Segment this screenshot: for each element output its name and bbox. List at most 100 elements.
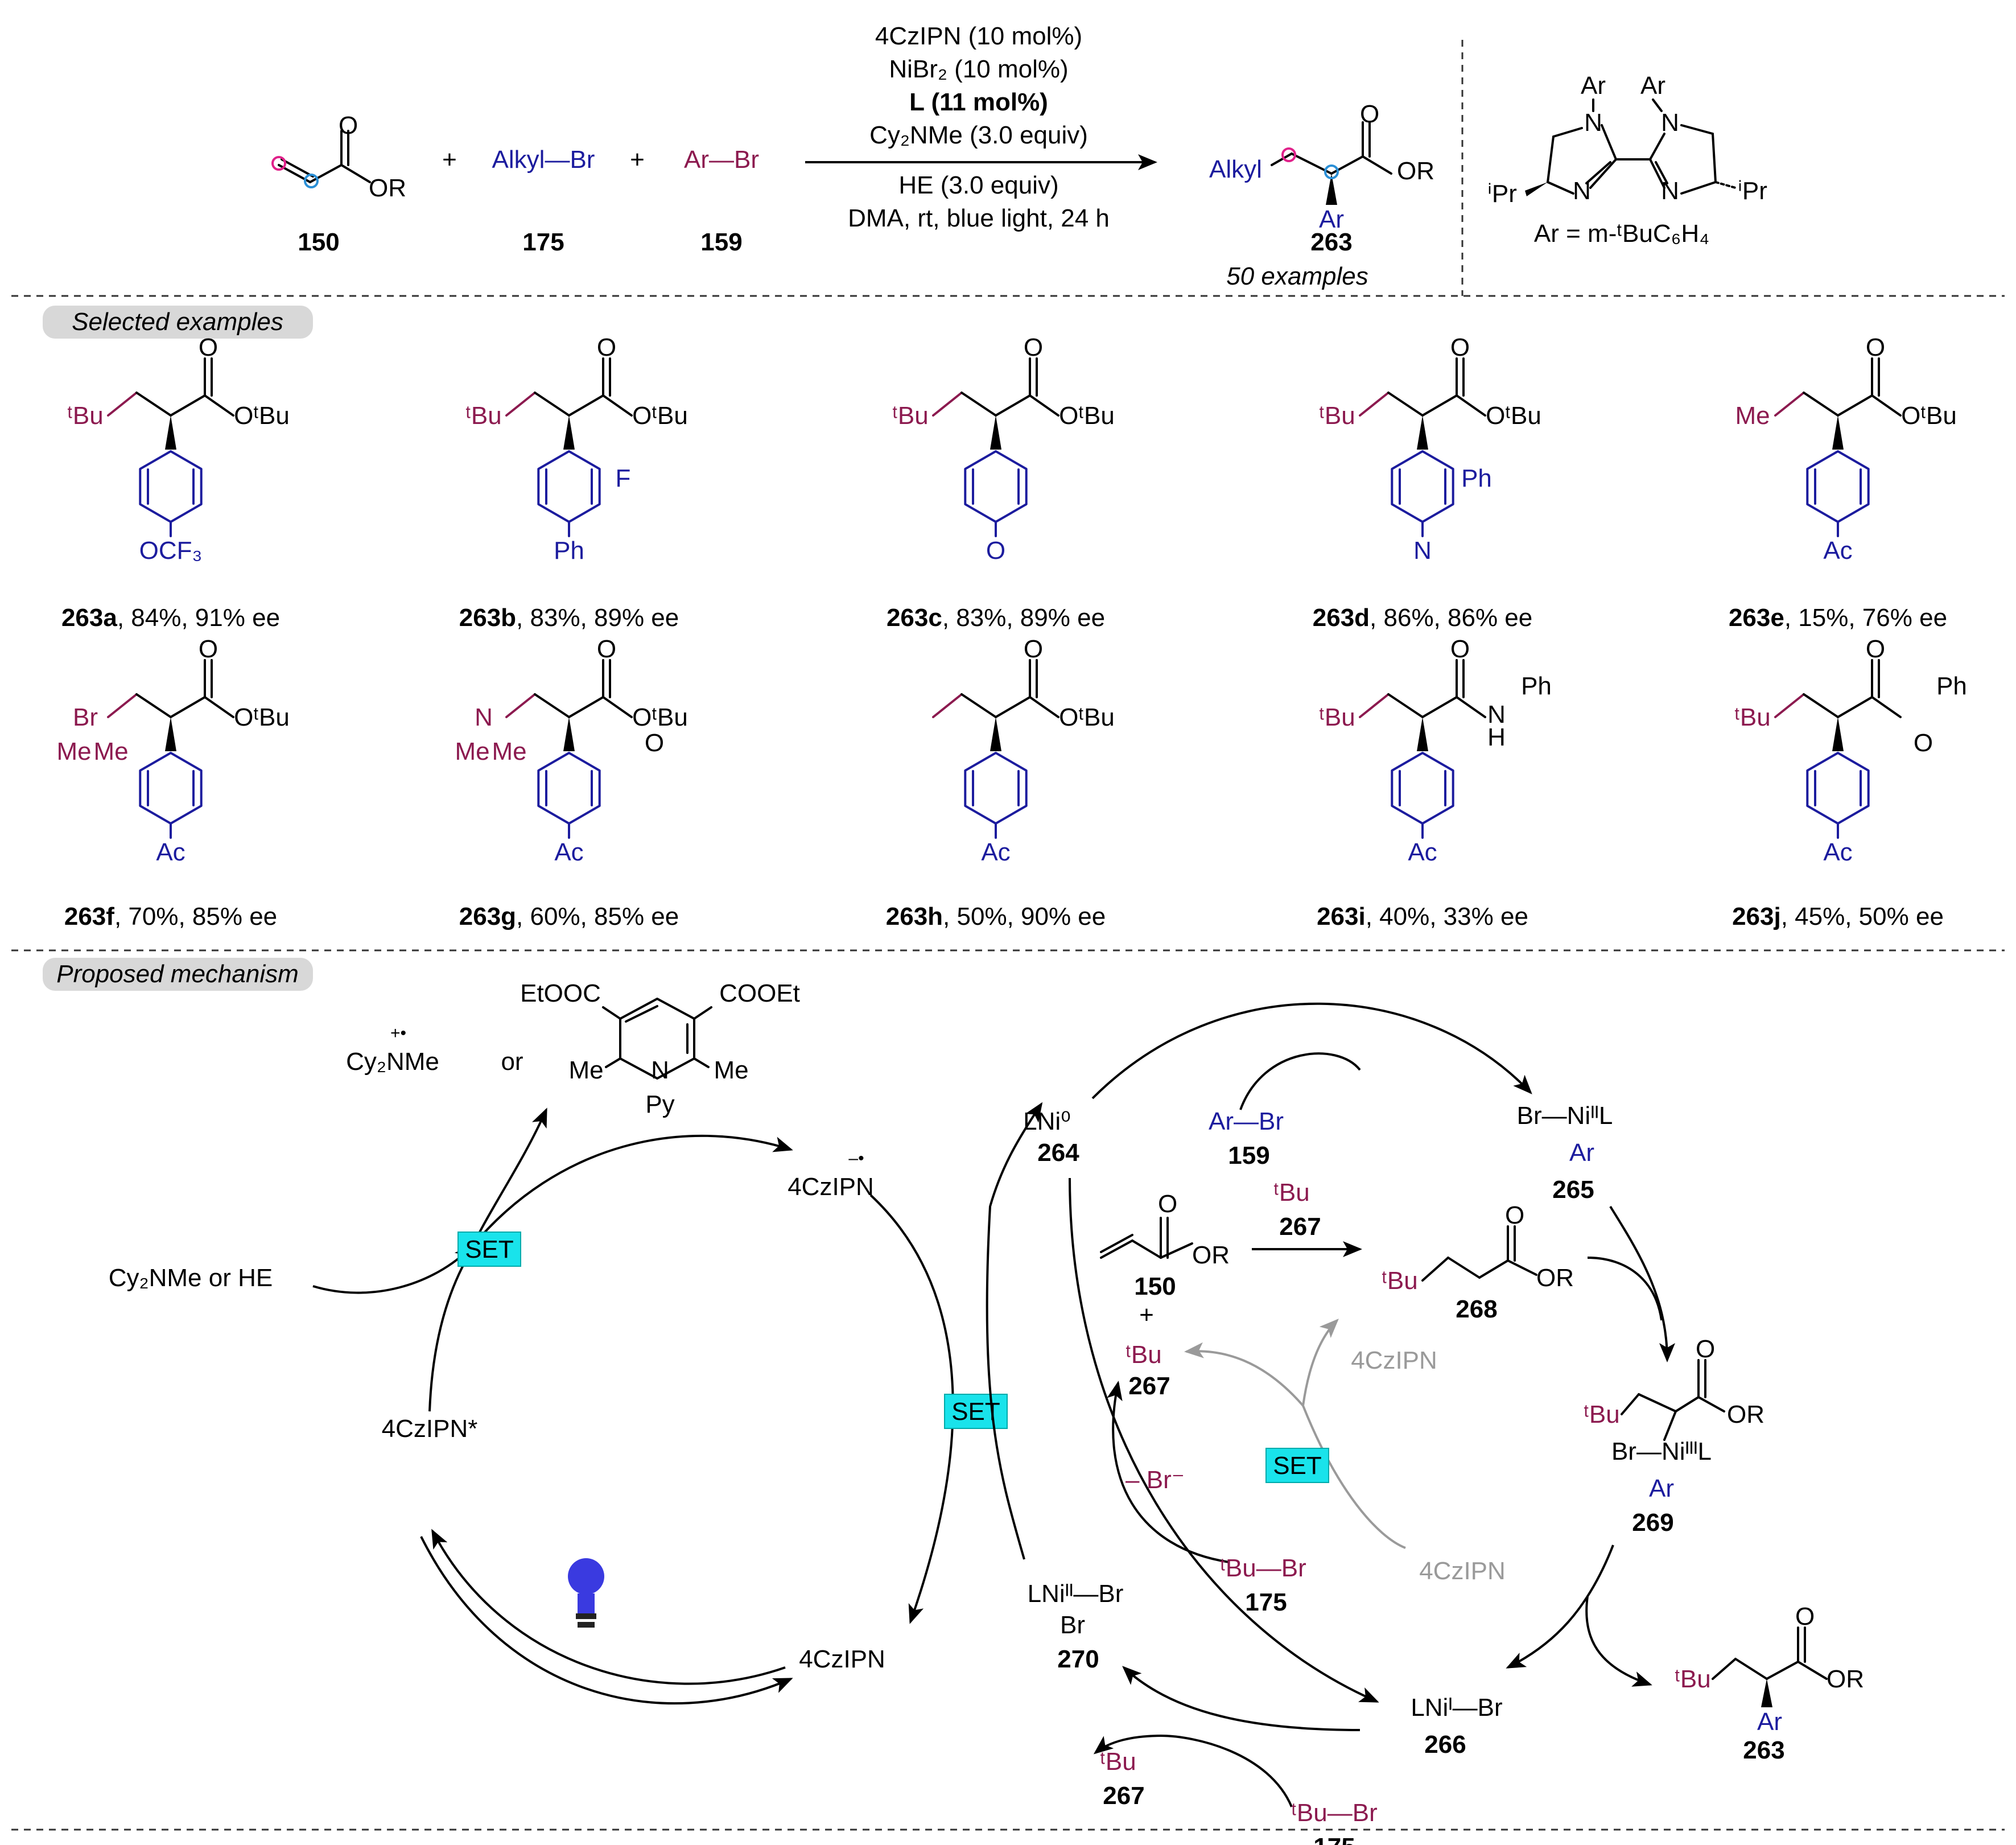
svg-text:ᵗBu: ᵗBu	[1382, 1267, 1418, 1295]
svg-text:267: 267	[1128, 1372, 1170, 1400]
examples-count: 50 examples	[1226, 262, 1368, 290]
methyl: Me	[492, 738, 526, 765]
lightbulb-icon	[568, 1558, 604, 1628]
ar-br-159: Ar—Br	[684, 146, 759, 174]
minus-br: – Br⁻	[1126, 1466, 1185, 1494]
ring-substituent: OCF₃	[139, 537, 203, 565]
plus-tbu-267: + ᵗBu 267	[1126, 1301, 1170, 1400]
svg-text:ⁱPr: ⁱPr	[1738, 177, 1767, 205]
svg-text:Me: Me	[714, 1056, 748, 1084]
svg-text:O: O	[1360, 100, 1379, 128]
plus-2: +	[630, 146, 645, 174]
amide-h: H	[1487, 723, 1506, 751]
svg-text:ᵗBu—Br: ᵗBu—Br	[1291, 1799, 1378, 1827]
svg-text:264: 264	[1037, 1139, 1079, 1167]
carbonyl-o: O	[1450, 333, 1470, 361]
caption-263e: 263e, 15%, 76% ee	[1729, 604, 1947, 632]
product-263: Alkyl O OR Ar 263 50 examples	[1209, 100, 1434, 290]
svg-text:Br: Br	[1060, 1611, 1085, 1639]
ester-group: OᵗBu	[632, 703, 688, 731]
svg-text:175: 175	[1313, 1833, 1355, 1845]
svg-text:N: N	[1661, 177, 1679, 205]
svg-text:–•: –•	[848, 1149, 864, 1168]
plus-1: +	[442, 146, 457, 174]
reaction-scheme: O OR 150 + Alkyl—Br 175 + Ar—Br 159 4CzI…	[271, 22, 1767, 296]
methyl: Me	[455, 738, 489, 765]
label-150: 150	[298, 228, 339, 256]
product-ar: Ar	[1319, 205, 1344, 233]
svg-text:ᵗBu: ᵗBu	[1675, 1665, 1711, 1693]
condition-4: Cy₂NMe (3.0 equiv)	[869, 121, 1088, 149]
ni2-br2-270: LNiᴵᴵ—Br	[1028, 1580, 1124, 1608]
arbr-159: Ar—Br	[1209, 1107, 1284, 1135]
svg-text:or: or	[501, 1048, 523, 1076]
ring-substituent-2: F	[616, 464, 631, 492]
svg-text:COOEt: COOEt	[719, 979, 800, 1007]
carbonyl-o: O	[199, 635, 218, 663]
svg-text:263: 263	[1743, 1736, 1784, 1764]
set-box-3	[1265, 1448, 1329, 1483]
donor-text: Cy₂NMe or HE	[109, 1264, 273, 1292]
ester-group: OᵗBu	[632, 402, 688, 430]
alkyl-group: ᵗBu	[892, 402, 929, 430]
ni2-ar-265: Br—NiᴵᴵL	[1517, 1102, 1613, 1130]
carbonyl-o: O	[1024, 333, 1043, 361]
caption-263a: 263a, 84%, 91% ee	[61, 604, 280, 632]
proposed-mechanism-pill	[43, 958, 313, 991]
selected-examples-title: Selected examples	[72, 308, 283, 336]
ester-group: OᵗBu	[1901, 402, 1957, 430]
ni3-269: ᵗBu O OR Br—NiᴵᴵᴵL Ar 269	[1584, 1335, 1764, 1537]
caption-263g: 263g, 60%, 85% ee	[459, 903, 679, 930]
set-box-1	[457, 1232, 521, 1267]
condition-1: 4CzIPN (10 mol%)	[875, 22, 1082, 50]
ester-group: OᵗBu	[234, 402, 290, 430]
carbonyl-o: O	[1866, 333, 1885, 361]
svg-text:Me: Me	[568, 1056, 603, 1084]
svg-text:Ar: Ar	[1649, 1475, 1674, 1502]
svg-text:Ar: Ar	[1640, 72, 1665, 100]
product-263-mech: ᵗBu O OR Ar 263	[1675, 1603, 1864, 1764]
condition-6: DMA, rt, blue light, 24 h	[848, 204, 1110, 232]
condition-2: NiBr₂ (10 mol%)	[889, 55, 1068, 83]
caption-263f: 263f, 70%, 85% ee	[64, 903, 277, 930]
svg-text:267: 267	[1103, 1782, 1144, 1810]
alkyl-group: ᵗBu	[67, 402, 104, 430]
carbonyl-o: O	[1866, 635, 1885, 663]
svg-text:O: O	[1795, 1603, 1815, 1630]
tbubr-175: ᵗBu—Br	[1220, 1554, 1306, 1582]
caption-263j: 263j, 45%, 50% ee	[1732, 903, 1944, 930]
ring-substituent: Ac	[981, 838, 1010, 866]
alkyl-group: N	[475, 703, 493, 731]
ring-substituent: O	[986, 537, 1005, 565]
svg-text:SET: SET	[465, 1236, 514, 1263]
alkyl-group: Br	[73, 703, 98, 731]
alkene-terminal-marker	[271, 156, 286, 171]
svg-text:OR: OR	[1827, 1665, 1864, 1693]
pyridine-py: EtOOC COOEt Me Me N Py	[520, 979, 800, 1118]
set-box-2	[944, 1394, 1008, 1429]
oxygen: O	[1914, 729, 1933, 757]
svg-text:+: +	[1139, 1301, 1154, 1329]
pc-ground: 4CzIPN	[799, 1645, 885, 1673]
carbonyl-o: O	[1450, 635, 1470, 663]
product-or: OR	[1397, 157, 1434, 185]
svg-text:ᵗBu: ᵗBu	[1584, 1401, 1620, 1428]
acrylate-or: OR	[369, 174, 406, 202]
methyl: Me	[56, 738, 91, 765]
ester-group: OᵗBu	[1059, 402, 1115, 430]
svg-text:EtOOC: EtOOC	[520, 979, 601, 1007]
pc-radical-anion: 4CzIPN	[788, 1173, 874, 1201]
label-159: 159	[700, 228, 742, 256]
ring-substituent: Ph	[554, 537, 584, 565]
label-263: 263	[1310, 228, 1352, 256]
methyl: Me	[93, 738, 128, 765]
